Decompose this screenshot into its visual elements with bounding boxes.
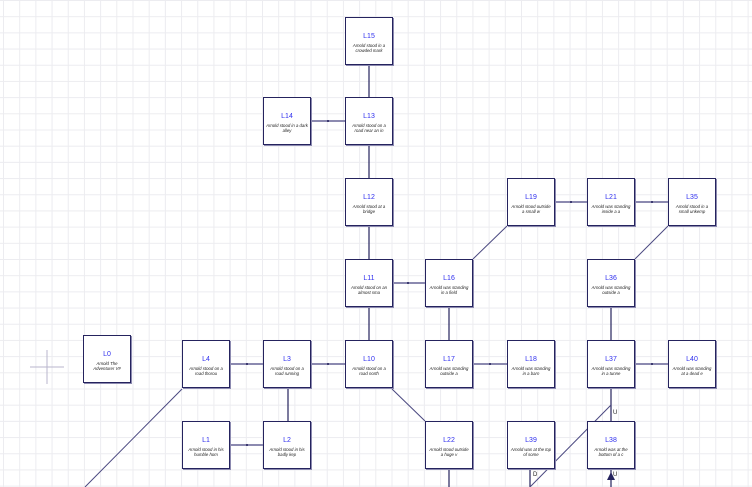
room-id: L13 — [363, 113, 375, 120]
link-l4-offscreen — [84, 388, 183, 487]
room-id: L19 — [525, 194, 537, 201]
room-id: L3 — [283, 356, 291, 363]
room-description: Arnold stood outside a small w — [511, 204, 551, 214]
room-description: Arnold stood in his badly kep — [269, 447, 305, 457]
direction-label-up: U — [613, 410, 618, 416]
link-l39-l37 — [529, 404, 612, 487]
room-id: L36 — [605, 275, 617, 282]
room-description: Arnold stood in a dark alley — [266, 123, 308, 133]
room-id: L16 — [443, 275, 455, 282]
room-id: L37 — [605, 356, 617, 363]
room-description: Arnold The Adventurer V# — [93, 361, 121, 371]
link-l10-l22 — [391, 388, 426, 422]
room-id: L21 — [605, 194, 617, 201]
room-id: L4 — [202, 356, 210, 363]
room-id: L22 — [443, 437, 455, 444]
link-l16-l19 — [472, 225, 508, 260]
room-description: Arnold was standing in a tunne — [591, 366, 631, 376]
room-description: Arnold stood at a bridge — [352, 204, 386, 214]
room-description: Arnold stood on a road north — [352, 366, 386, 376]
room-description: Arnold was standing in a field — [429, 285, 469, 295]
room-description: Arnold stood on an almost sma — [350, 285, 388, 295]
room-id: L17 — [443, 356, 455, 363]
link-l36-l35 — [634, 225, 669, 260]
room-description: Arnold was standing inside a a — [591, 204, 631, 214]
room-description: Arnold stood on a road near an in — [352, 123, 386, 133]
room-id: L1 — [202, 437, 210, 444]
room-description: Arnold was standing outside a — [429, 366, 469, 376]
room-id: L35 — [686, 194, 698, 201]
room-id: L15 — [363, 33, 375, 40]
room-id: L39 — [525, 437, 537, 444]
room-description: Arnold stood outside a huge v — [429, 447, 469, 457]
room-description: Arnold stood in his humble hom — [188, 447, 224, 457]
room-description: Arnold was standing outside a — [591, 285, 631, 295]
room-id: L0 — [103, 351, 111, 358]
crosshair-icon — [30, 350, 64, 384]
room-id: L14 — [281, 113, 293, 120]
direction-label-up: U — [613, 472, 618, 478]
room-description: Arnold stood in a small unkemp — [675, 204, 709, 214]
room-description: Arnold was at the bottom of a c — [594, 447, 628, 457]
room-id: L2 — [283, 437, 291, 444]
direction-label-down: D — [533, 472, 538, 478]
room-id: L12 — [363, 194, 375, 201]
room-description: Arnold was standing in a barn — [511, 366, 551, 376]
room-id: L11 — [363, 275, 375, 282]
room-description: Arnold stood on a road running — [270, 366, 304, 376]
room-description: Arnold stood on a road thorou — [189, 366, 223, 376]
room-description: Arnold was standing at a dead e — [672, 366, 712, 376]
room-id: L38 — [605, 437, 617, 444]
arrow-up-icon — [607, 472, 615, 480]
room-id: L40 — [686, 356, 698, 363]
room-description: Arnold stood in a crowded mark — [352, 43, 386, 53]
room-id: L18 — [525, 356, 537, 363]
room-id: L10 — [363, 356, 375, 363]
room-description: Arnold was at the top of some — [510, 447, 552, 457]
